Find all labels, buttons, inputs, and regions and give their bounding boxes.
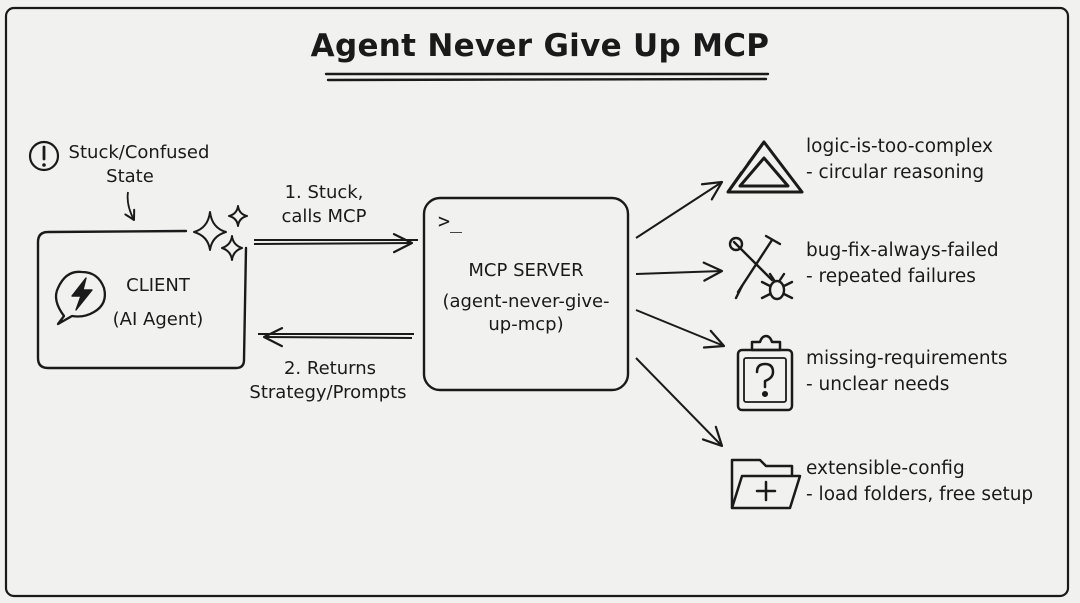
response-arrow (258, 334, 414, 338)
client-label: CLIENT (126, 275, 190, 296)
server-sublabel-line1: (agent-never-give- (442, 291, 610, 312)
tools-bug-icon (728, 234, 794, 301)
category-bugfix-name: bug-fix-always-failed (806, 240, 999, 261)
category-config-name: extensible-config (806, 458, 965, 479)
client-box (36, 229, 248, 370)
arrow-to-config (635, 357, 724, 448)
response-label-line1: 2. Returns (283, 358, 376, 379)
warning-icon (28, 140, 60, 172)
clipboard-question-icon (736, 334, 794, 412)
request-arrow (253, 240, 418, 244)
client-sublabel: (AI Agent) (112, 309, 204, 330)
request-label-line2: calls MCP (281, 206, 367, 227)
server-box (422, 196, 630, 392)
category-requirements-name: missing-requirements (806, 348, 1008, 369)
request-label-line1: 1. Stuck, (284, 182, 364, 203)
arrow-to-logic (635, 180, 724, 239)
folder-plus-icon (730, 458, 802, 510)
server-sublabel-line2: up-mcp) (488, 314, 564, 335)
stuck-state-label-line2: State (106, 166, 154, 187)
category-bugfix-desc: - repeated failures (806, 266, 976, 287)
category-config-desc: - load folders, free setup (806, 484, 1034, 505)
terminal-prompt-icon: >_ (438, 209, 463, 233)
title-underline (324, 72, 770, 82)
category-logic-desc: - circular reasoning (806, 162, 985, 183)
state-to-client-arrow (124, 191, 136, 221)
response-label-line2: Strategy/Prompts (249, 382, 407, 403)
impossible-triangle-icon (726, 140, 804, 194)
page-title: Agent Never Give Up MCP (310, 28, 770, 64)
sparkle-icon (193, 205, 248, 261)
category-requirements-desc: - unclear needs (806, 374, 950, 395)
lightning-bubble-icon (54, 270, 107, 326)
arrow-to-bugfix (635, 261, 724, 282)
stuck-state-label-line1: Stuck/Confused (68, 142, 210, 163)
arrow-to-requirements (635, 309, 726, 349)
server-label: MCP SERVER (468, 260, 584, 281)
outer-frame (4, 6, 1070, 598)
category-logic-name: logic-is-too-complex (806, 136, 993, 157)
